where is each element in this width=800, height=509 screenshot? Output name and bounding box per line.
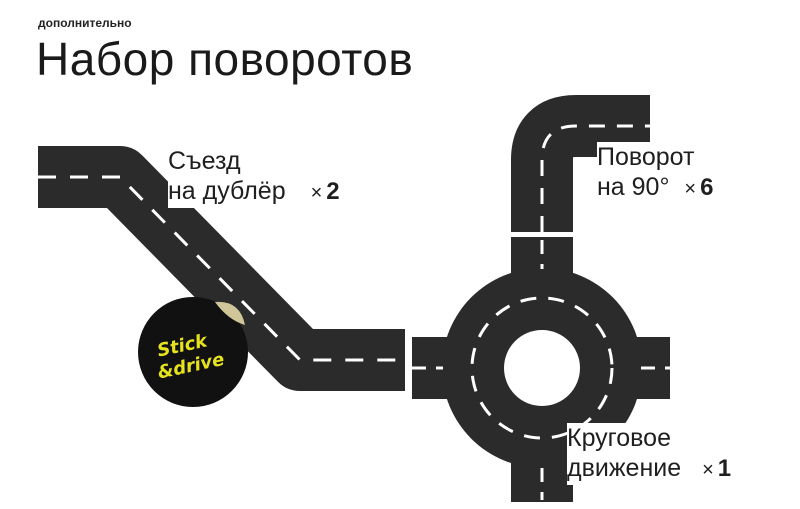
exit-label-line1: Съезд — [168, 147, 241, 175]
section-kicker: дополнительно — [38, 16, 132, 30]
exit-times: × — [310, 182, 323, 204]
roundabout-piece — [412, 237, 670, 502]
roundabout-label-line2: движение — [567, 454, 682, 482]
roundabout-label: Круговое движение ×1 — [567, 423, 732, 485]
turn-label: Поворот на 90° ×6 — [597, 142, 714, 204]
roundabout-count: 1 — [717, 455, 732, 482]
exit-label: Съезд на дублёр ×2 — [168, 146, 340, 208]
exit-count: 2 — [326, 178, 340, 205]
turn-count: 6 — [700, 174, 714, 201]
exit-label-line2: на дублёр — [168, 177, 286, 205]
roundabout-times: × — [702, 459, 714, 481]
turn-times: × — [684, 178, 697, 200]
roundabout-label-line1: Круговое — [567, 424, 671, 452]
turn-label-line1: Поворот — [597, 143, 695, 171]
turn-90-piece — [511, 95, 650, 232]
turn-label-line2: на 90° — [597, 173, 670, 201]
exit-road-piece — [38, 146, 405, 391]
page-title: Набор поворотов — [36, 33, 414, 85]
stick-and-drive-sticker: Stick &drive — [138, 297, 248, 407]
